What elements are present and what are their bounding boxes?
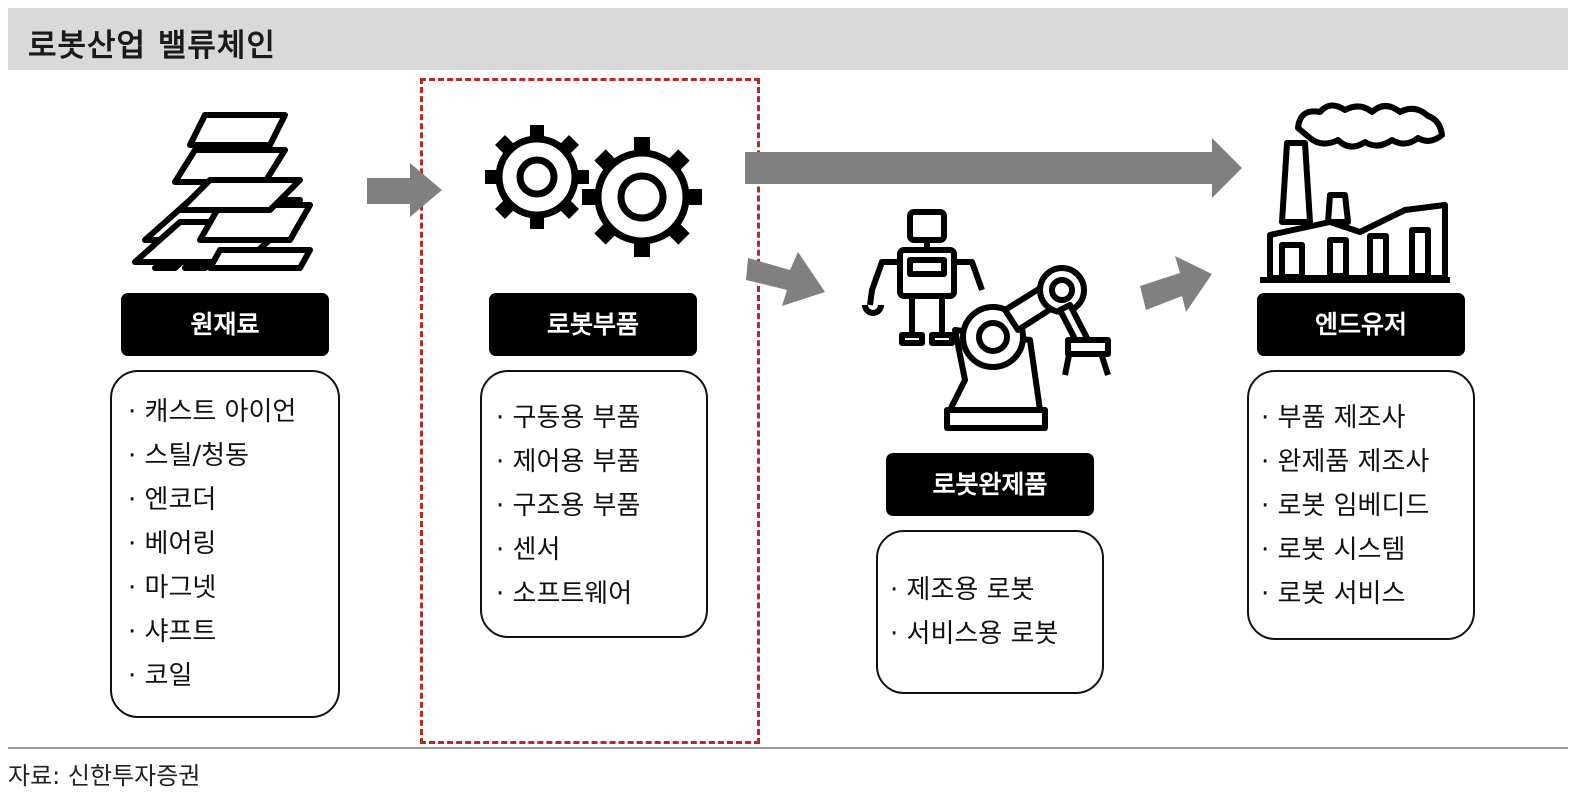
source-note: 자료: 신한투자증권 bbox=[8, 762, 201, 790]
list-item: 엔코더 bbox=[128, 478, 338, 522]
list-item: 센서 bbox=[496, 528, 706, 572]
highlight-robot-parts bbox=[420, 78, 760, 744]
stage-label-finished-robot: 로봇완제품 bbox=[886, 453, 1094, 516]
list-item: 캐스트 아이언 bbox=[128, 390, 338, 434]
list-item: 서비스용 로봇 bbox=[890, 612, 1102, 656]
list-item: 마그넷 bbox=[128, 566, 338, 610]
list-item: 로봇 임베디드 bbox=[1261, 484, 1473, 528]
list-item: 베어링 bbox=[128, 522, 338, 566]
list-item: 로봇 시스템 bbox=[1261, 528, 1473, 572]
arrow-robot-to-enduser bbox=[1140, 256, 1212, 312]
page-title: 로봇산업 밸류체인 bbox=[28, 28, 276, 64]
steel-beams-icon bbox=[132, 112, 313, 271]
list-item: 구조용 부품 bbox=[496, 484, 706, 528]
list-item: 소프트웨어 bbox=[496, 572, 706, 616]
list-item: 샤프트 bbox=[128, 610, 338, 654]
list-item: 구동용 부품 bbox=[496, 396, 706, 440]
list-item: 제조용 로봇 bbox=[890, 568, 1102, 612]
list-end-user: 부품 제조사 완제품 제조사 로봇 임베디드 로봇 시스템 로봇 서비스 bbox=[1247, 370, 1475, 640]
list-robot-parts: 구동용 부품 제어용 부품 구조용 부품 센서 소프트웨어 bbox=[480, 370, 708, 638]
list-raw-material: 캐스트 아이언 스틸/청동 엔코더 베어링 마그넷 샤프트 코일 bbox=[110, 370, 340, 718]
list-item: 부품 제조사 bbox=[1261, 396, 1473, 440]
gears-icon bbox=[485, 125, 702, 257]
arrow-parts-to-robot bbox=[746, 252, 825, 306]
title-bar: 로봇산업 밸류체인 bbox=[8, 8, 1568, 70]
list-item: 완제품 제조사 bbox=[1261, 440, 1473, 484]
list-item: 코일 bbox=[128, 654, 338, 698]
arrow-raw-to-parts bbox=[367, 163, 442, 217]
list-item: 제어용 부품 bbox=[496, 440, 706, 484]
stage-label-raw-material: 원재료 bbox=[121, 293, 329, 356]
robot-icon bbox=[862, 209, 1111, 431]
factory-icon bbox=[1260, 102, 1450, 283]
stage-label-robot-parts: 로봇부품 bbox=[489, 293, 697, 356]
stage-label-end-user: 엔드유저 bbox=[1257, 293, 1465, 356]
list-item: 로봇 서비스 bbox=[1261, 572, 1473, 616]
footer-divider bbox=[8, 747, 1568, 749]
list-item: 스틸/청동 bbox=[128, 434, 338, 478]
list-finished-robot: 제조용 로봇 서비스용 로봇 bbox=[876, 530, 1104, 694]
arrow-parts-to-enduser bbox=[745, 138, 1242, 198]
